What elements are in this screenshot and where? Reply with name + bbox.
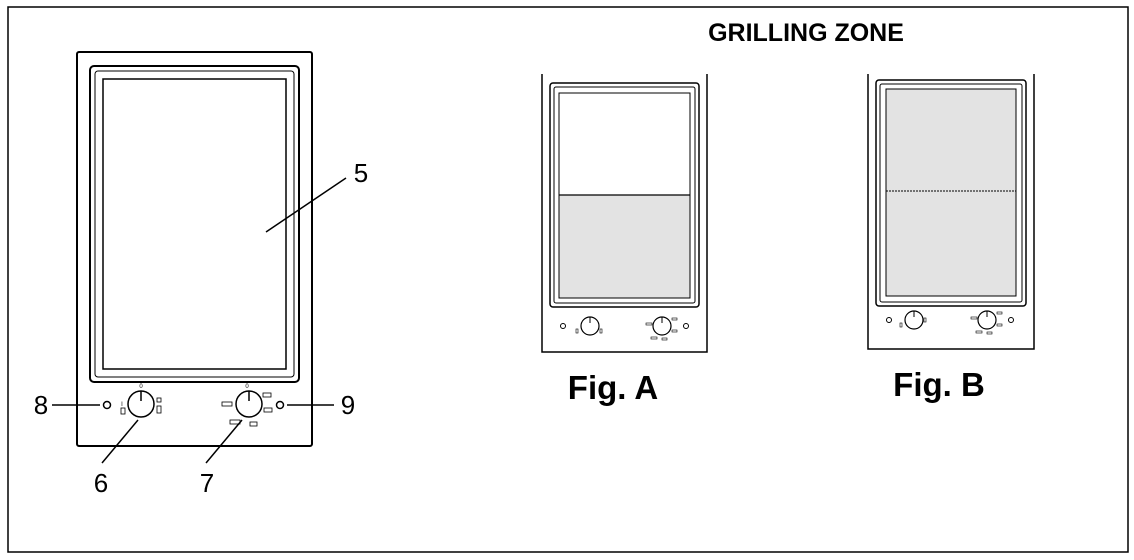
right-control-knob: 0 [221, 384, 273, 427]
figure-b-hob [867, 74, 1035, 350]
figure-a-front-zone-active [558, 194, 691, 299]
main-hob: 0 I 0 5 8 9 6 7 [34, 51, 368, 498]
callout-5: 5 [354, 158, 368, 188]
svg-text:I: I [121, 402, 123, 408]
callout-9: 9 [341, 390, 355, 420]
callout-8: 8 [34, 390, 48, 420]
svg-text:0: 0 [139, 384, 143, 390]
cooking-zone [102, 78, 287, 370]
left-indicator-light [102, 400, 112, 410]
leader-line-5 [265, 177, 347, 233]
figure-a-label: Fig. A [568, 369, 658, 406]
callout-6: 6 [94, 468, 108, 498]
left-control-knob: 0 I [120, 384, 162, 418]
svg-text:0: 0 [245, 384, 249, 390]
figure-b-label: Fig. B [893, 366, 985, 403]
figure-a-rear-zone [558, 92, 691, 196]
leader-line-6 [101, 419, 139, 464]
right-indicator-light [275, 400, 285, 410]
hob-glass-inner-edge [94, 70, 295, 378]
outer-border [7, 6, 1129, 553]
callout-7: 7 [200, 468, 214, 498]
figure-b-full-zone-active [885, 88, 1017, 297]
diagram-title: GRILLING ZONE [708, 19, 904, 47]
figure-a-hob [541, 74, 708, 353]
leader-line-7 [205, 419, 243, 464]
